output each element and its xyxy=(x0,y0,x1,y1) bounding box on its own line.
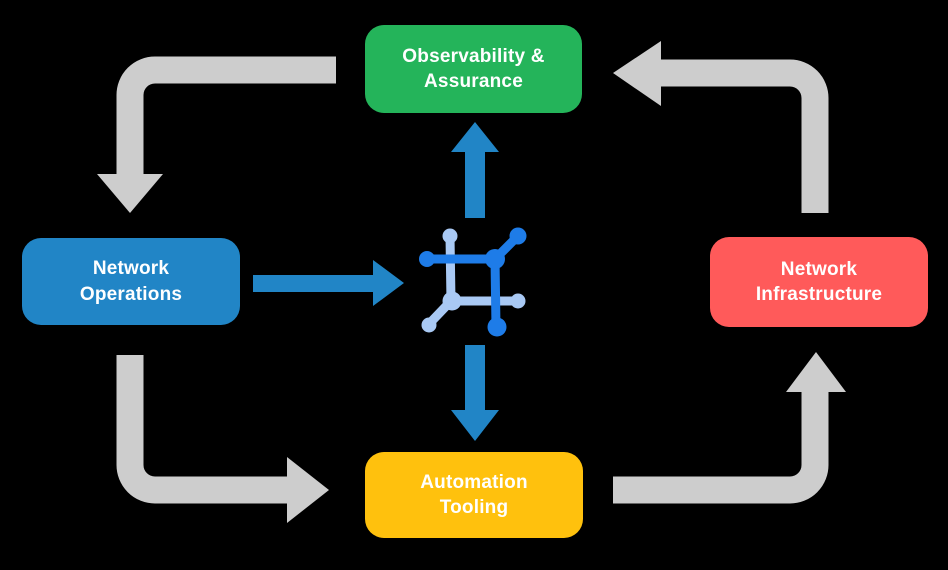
node-network-infrastructure-label: Network Infrastructure xyxy=(755,258,883,305)
arrow-center-to-observability xyxy=(451,122,499,218)
arrow-center-to-tooling xyxy=(451,345,499,441)
node-network-infrastructure: Network Infrastructure xyxy=(710,237,928,327)
arrow-operations-to-tooling xyxy=(116,355,329,523)
arrow-tooling-to-infrastructure xyxy=(613,352,846,504)
arrow-operations-to-center xyxy=(253,260,404,306)
arrow-observability-to-operations xyxy=(97,56,336,213)
arrow-infrastructure-to-observability xyxy=(613,41,829,213)
node-network-operations: Network Operations xyxy=(22,238,240,325)
node-network-operations-label: Network Operations xyxy=(79,258,183,305)
node-automation-tooling-label: Automation Tooling xyxy=(420,471,528,518)
node-observability-assurance-label: Observability & Assurance xyxy=(402,45,545,92)
network-automation-icon xyxy=(419,227,527,337)
node-automation-tooling: Automation Tooling xyxy=(365,452,583,538)
node-observability-assurance: Observability & Assurance xyxy=(365,25,582,113)
